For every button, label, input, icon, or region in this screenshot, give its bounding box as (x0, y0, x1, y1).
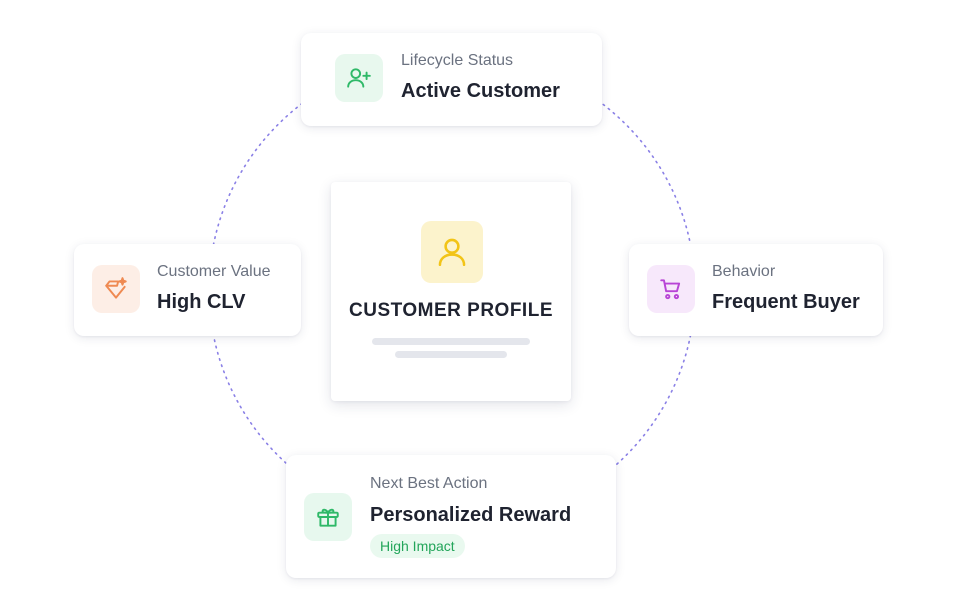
behavior-label: Behavior (712, 263, 776, 280)
gift-icon (304, 493, 352, 541)
behavior-value: Frequent Buyer (712, 291, 860, 313)
impact-badge: High Impact (370, 534, 465, 558)
placeholder-line (395, 351, 507, 358)
lifecycle-status-card[interactable]: Lifecycle Status Active Customer (301, 33, 602, 126)
placeholder-line (372, 338, 530, 345)
next-best-action-value: Personalized Reward (370, 504, 572, 526)
customer-value-label: Customer Value (157, 263, 271, 280)
diamond-sparkle-icon (92, 265, 140, 313)
user-icon (421, 221, 483, 283)
behavior-card[interactable]: Behavior Frequent Buyer (629, 244, 883, 336)
customer-profile-card[interactable]: CUSTOMER PROFILE (331, 182, 571, 401)
next-best-action-label: Next Best Action (370, 475, 488, 492)
lifecycle-status-label: Lifecycle Status (401, 52, 514, 69)
shopping-cart-icon (647, 265, 695, 313)
next-best-action-card[interactable]: Next Best Action Personalized Reward Hig… (286, 455, 616, 578)
profile-title: CUSTOMER PROFILE (349, 300, 553, 321)
lifecycle-status-value: Active Customer (401, 80, 560, 102)
user-plus-icon (335, 54, 383, 102)
customer-value-value: High CLV (157, 291, 246, 313)
customer-value-card[interactable]: Customer Value High CLV (74, 244, 301, 336)
